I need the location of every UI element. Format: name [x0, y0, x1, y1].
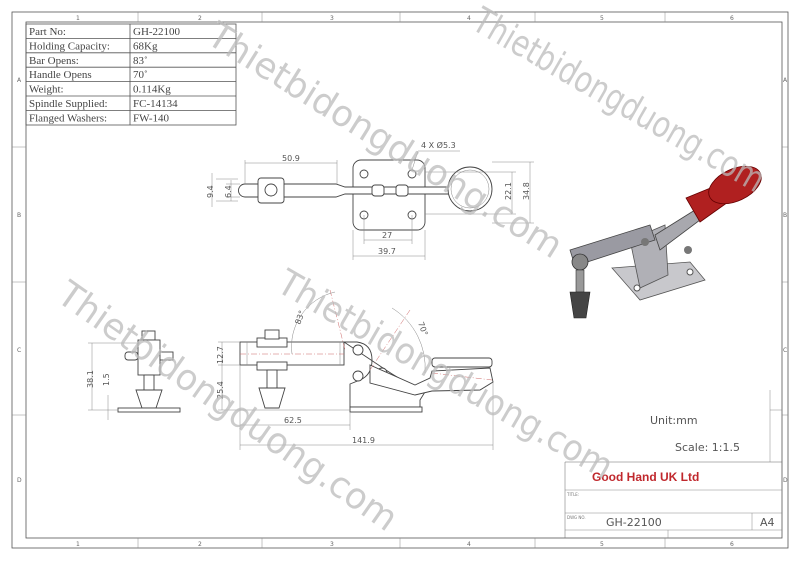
zone-row-a: A [17, 77, 22, 84]
spec-table [25, 23, 237, 126]
spec-value: FW-140 [133, 112, 170, 124]
scale-note: Scale: 1:1.5 [675, 441, 740, 454]
unit-note: Unit:mm [650, 414, 698, 427]
zone-col-1: 1 [76, 15, 80, 22]
zone-markers [12, 12, 788, 548]
spec-label: Handle Opens [29, 69, 92, 81]
zone-row-d: D [17, 477, 22, 484]
zone-col-3: 3 [330, 15, 334, 22]
spec-label: Part No: [29, 26, 66, 38]
zone-row-c-right: C [783, 347, 787, 354]
watermark: Thietbidongduong.com [465, 0, 772, 201]
zone-col-2-bottom: 2 [198, 541, 202, 548]
dim-50-9: 50.9 [282, 154, 300, 163]
zone-row-b: B [17, 212, 21, 219]
spec-value: 70˚ [133, 69, 148, 81]
spec-value: FC-14134 [133, 98, 178, 110]
spec-label: Weight: [29, 84, 64, 96]
spec-label: Flanged Washers: [29, 112, 107, 124]
spec-label: Spindle Supplied: [29, 98, 108, 110]
dim-holes: 4 X Ø5.3 [421, 140, 456, 150]
zone-col-4-bottom: 4 [467, 541, 471, 548]
dwg-no-label: DWG NO. [567, 515, 586, 520]
dim-25-4: 25.4 [216, 381, 225, 399]
front-view [88, 330, 181, 420]
top-view [211, 150, 534, 260]
dim-34-8: 34.8 [522, 182, 531, 200]
dim-39-7: 39.7 [378, 247, 396, 256]
spec-label: Bar Opens: [29, 55, 79, 67]
dwg-no-value: GH-22100 [606, 516, 662, 529]
dim-62-5: 62.5 [284, 416, 302, 425]
spec-value: 68Kg [133, 40, 158, 52]
spec-label: Holding Capacity: [29, 40, 110, 52]
zone-col-6-bottom: 6 [730, 541, 734, 548]
zone-col-1-bottom: 1 [76, 541, 80, 548]
zone-row-d-right: D [783, 477, 788, 484]
dim-12-7: 12.7 [216, 346, 225, 364]
dim-1-5: 1.5 [102, 373, 111, 386]
zone-row-b-right: B [783, 212, 787, 219]
title-label: TITLE: [566, 492, 579, 497]
isometric-render [569, 165, 762, 319]
title-block [564, 390, 782, 538]
dim-9-4: 9.4 [206, 185, 215, 198]
spec-value: 0.114Kg [133, 84, 171, 96]
zone-col-3-bottom: 3 [330, 541, 334, 548]
spec-value: 83˚ [133, 55, 148, 67]
zone-col-5-bottom: 5 [600, 541, 604, 548]
dim-141-9: 141.9 [352, 436, 375, 445]
zone-col-4: 4 [467, 15, 471, 22]
dim-27: 27 [382, 231, 392, 240]
zone-col-5: 5 [600, 15, 604, 22]
dim-22-1: 22.1 [504, 182, 513, 200]
side-view [218, 289, 494, 450]
zone-row-c: C [17, 347, 21, 354]
inner-frame [25, 21, 783, 539]
zone-col-2: 2 [198, 15, 202, 22]
company-name: Good Hand UK Ltd [592, 470, 699, 484]
zone-row-a-right: A [783, 77, 788, 84]
dim-38-1: 38.1 [86, 370, 95, 388]
spec-value: GH-22100 [133, 26, 181, 38]
sheet-size: A4 [760, 516, 775, 529]
zone-col-6: 6 [730, 15, 734, 22]
dim-6-4: 6.4 [224, 185, 233, 198]
